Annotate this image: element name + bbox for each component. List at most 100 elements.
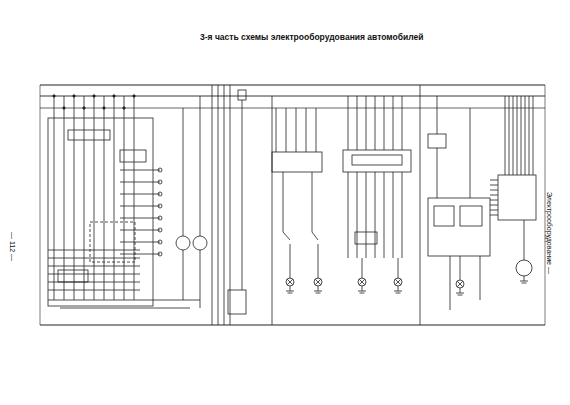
wire <box>490 195 498 196</box>
terminal <box>158 240 162 244</box>
wire <box>60 308 190 309</box>
frame-line <box>40 85 41 325</box>
wire <box>74 96 75 300</box>
wire <box>54 96 55 300</box>
wire <box>437 96 438 134</box>
wire <box>366 172 367 258</box>
connector-block <box>355 232 377 244</box>
wire <box>64 96 65 300</box>
wire <box>357 172 358 258</box>
wire <box>290 244 291 278</box>
wire <box>437 148 438 198</box>
wire <box>384 172 385 258</box>
wire <box>318 244 319 278</box>
wire <box>120 206 160 207</box>
wire <box>521 96 522 175</box>
wire <box>296 108 297 152</box>
wire <box>94 96 95 300</box>
wire <box>384 96 385 150</box>
wire <box>84 96 85 300</box>
wire <box>393 96 394 150</box>
junction-dot <box>63 107 65 109</box>
ground-symbol <box>458 295 463 296</box>
wire <box>513 96 514 175</box>
wire <box>525 96 526 175</box>
wire <box>120 194 160 195</box>
lamp-symbol <box>457 281 463 287</box>
ground-symbol <box>456 293 464 294</box>
page-number: — 112 — <box>9 230 16 263</box>
wire <box>375 172 376 258</box>
wire <box>306 108 307 152</box>
ground-symbol <box>316 293 321 294</box>
lamp-symbol <box>395 279 401 285</box>
connector-block <box>272 152 322 172</box>
wire <box>362 258 363 278</box>
lamp-symbol <box>359 279 365 285</box>
terminal <box>158 192 162 196</box>
wire <box>120 242 160 243</box>
wire <box>420 85 421 325</box>
supply-rail <box>40 108 545 109</box>
wire <box>183 108 184 236</box>
wire <box>393 172 394 258</box>
ground-lead <box>290 286 291 291</box>
lamp-symbol <box>315 279 321 285</box>
supply-rail <box>40 85 545 86</box>
motor-symbol <box>516 260 532 276</box>
wire <box>490 190 498 191</box>
wire <box>48 300 200 301</box>
wire <box>48 250 140 251</box>
terminal <box>158 168 162 172</box>
wire <box>490 180 498 181</box>
wire <box>200 96 201 236</box>
wire <box>375 96 376 150</box>
wire <box>104 96 105 300</box>
wire <box>470 108 471 198</box>
page-title: 3-я часть схемы электрооборудования авто… <box>198 32 425 42</box>
ground-rail <box>40 325 545 326</box>
wire <box>48 266 140 267</box>
wire <box>524 220 525 260</box>
relay-contact <box>460 206 482 226</box>
motor-symbol <box>193 236 207 250</box>
lamp-symbol <box>394 278 402 286</box>
wire <box>312 172 313 232</box>
wire <box>276 108 277 152</box>
ground-symbol <box>288 293 293 294</box>
terminal <box>158 180 162 184</box>
lamp-symbol <box>395 279 401 285</box>
wire <box>402 96 403 150</box>
wire <box>48 274 140 275</box>
wire <box>283 172 284 232</box>
terminal <box>158 204 162 208</box>
component-box <box>228 290 246 314</box>
wire <box>517 96 518 175</box>
wire <box>286 108 287 152</box>
lamp-symbol <box>457 281 463 287</box>
wire <box>134 96 135 300</box>
wire <box>505 96 506 175</box>
wire <box>200 250 201 308</box>
wire <box>48 258 140 259</box>
wire <box>398 258 399 278</box>
ground-symbol <box>520 281 528 282</box>
ground-symbol <box>358 291 366 292</box>
ground-symbol <box>522 283 527 284</box>
junction-dot <box>123 107 125 109</box>
lamp-symbol <box>456 280 464 288</box>
motor-symbol <box>176 236 190 250</box>
lamp-symbol <box>286 278 294 286</box>
wire <box>402 172 403 258</box>
junction-dot <box>83 107 85 109</box>
control-module <box>498 175 536 220</box>
wire <box>509 96 510 175</box>
wire <box>120 170 160 171</box>
wire <box>480 256 481 300</box>
junction-dot <box>53 95 55 97</box>
ground-symbol <box>286 291 294 292</box>
wire <box>218 85 219 325</box>
ground-lead <box>318 286 319 291</box>
wire <box>120 182 160 183</box>
